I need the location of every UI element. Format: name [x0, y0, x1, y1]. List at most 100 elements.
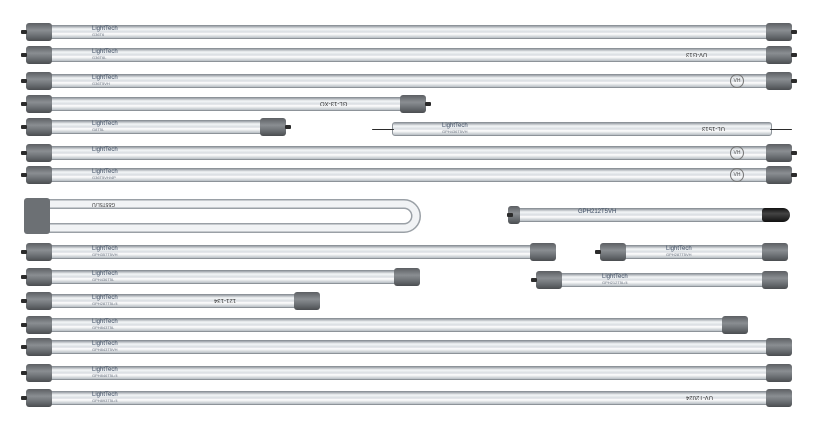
lamp-glass	[46, 294, 300, 308]
lamp-end-cap-left	[26, 292, 52, 310]
lamp-printed-code: 121-134	[214, 297, 237, 303]
lamp-end-cap-right	[762, 243, 788, 261]
lamp-pin-right	[285, 125, 291, 129]
lamp-end-cap-right	[766, 144, 792, 162]
lamp-model-label: G55T5L/U	[92, 201, 116, 207]
lamp-glass	[46, 366, 772, 380]
lamp-model-label: GPH893T5L/4	[92, 398, 118, 403]
lamp-end-cap-right	[260, 118, 286, 136]
lamp-pin-right	[791, 30, 797, 34]
lamp-glass	[46, 74, 772, 88]
lamp-vh-badge: VH	[730, 168, 744, 182]
lamp-end-cap-left	[26, 144, 52, 162]
lamp-end-cap-left	[26, 23, 52, 41]
u-lamp-outline	[44, 199, 421, 233]
lamp-glass	[46, 168, 772, 182]
lamp-glass	[46, 318, 728, 332]
lamp-wire-right	[770, 129, 792, 130]
lamp-end-cap-left	[26, 166, 52, 184]
lamp-end-cap-left	[508, 206, 520, 224]
lamp-pin-left	[21, 173, 27, 177]
lamp-pin-left	[21, 102, 27, 106]
lamp-model-label: GPH846T5L/4	[92, 373, 118, 378]
lamp-glass	[46, 48, 772, 62]
lamp-end-cap-left	[26, 268, 52, 286]
lamp-end-cap-left	[26, 316, 52, 334]
lamp-pin-left	[21, 299, 27, 303]
lamp-model-label: G8T5L	[92, 127, 105, 132]
lamp-model-label: GPH212T5L/4	[602, 280, 628, 285]
lamp-glass	[46, 146, 772, 160]
u-lamp-graphic	[24, 198, 421, 234]
u-lamp-base	[24, 198, 50, 234]
lamp-model-label: GPH436T5L	[92, 277, 115, 282]
lamp-end-cap-left	[26, 72, 52, 90]
lamp-end-cap-left	[26, 364, 52, 382]
lamp-brand-logo: LightTech	[92, 147, 118, 153]
lamp-end-cap-left	[600, 243, 626, 261]
lamp-end-cap-right	[766, 46, 792, 64]
lamp-pin-left	[21, 151, 27, 155]
lamp-end-cap-right	[400, 95, 426, 113]
lamp-glass	[46, 340, 772, 354]
lamp-pin-left	[21, 323, 27, 327]
lamp-pin-right	[791, 79, 797, 83]
lamp-dark-end	[762, 208, 790, 222]
lamp-model-label: GPH357T5VH	[92, 252, 118, 257]
lamp-glass	[46, 245, 536, 259]
uv-lamp: GL-13-XO	[21, 95, 431, 113]
lamp-wire-left	[372, 129, 394, 130]
lamp-model-label: GPH287T5VH	[666, 252, 692, 257]
lamp-pin-left	[595, 250, 601, 254]
lamp-end-cap-right	[766, 166, 792, 184]
lamp-pin-left	[21, 79, 27, 83]
lamp-glass	[514, 208, 768, 222]
lamp-pin-left	[21, 345, 27, 349]
lamp-glass	[46, 120, 266, 134]
lamp-model-label: G36T6L	[92, 55, 107, 60]
lamp-printed-code: UV-T2024	[686, 394, 714, 400]
lamp-end-cap-left	[26, 46, 52, 64]
lamp-end-cap-left	[536, 271, 562, 289]
lamp-pin-right	[791, 53, 797, 57]
lamp-end-cap-right	[530, 243, 556, 261]
lamp-glass	[46, 25, 772, 39]
lamp-model-label: GPH843T5L	[92, 325, 115, 330]
lamp-pin-left	[21, 53, 27, 57]
lamp-model-label: GPH287T5L/4	[92, 301, 118, 306]
lamp-end-cap-right	[766, 364, 792, 382]
lamp-end-cap-right	[766, 338, 792, 356]
lamp-model-label: GPH436T5VH	[442, 129, 468, 134]
lamp-vh-badge: VH	[730, 74, 744, 88]
lamp-model-label: G36T5VH/4P	[92, 175, 116, 180]
lamp-end-cap-left	[26, 95, 52, 113]
lamp-pin-left	[21, 125, 27, 129]
u-lamp-glass	[44, 200, 420, 232]
lamp-model-label: GPH212T5VH	[578, 209, 617, 215]
lamp-end-cap-right	[762, 271, 788, 289]
lamp-pin-left	[21, 30, 27, 34]
lamp-end-cap-right	[394, 268, 420, 286]
